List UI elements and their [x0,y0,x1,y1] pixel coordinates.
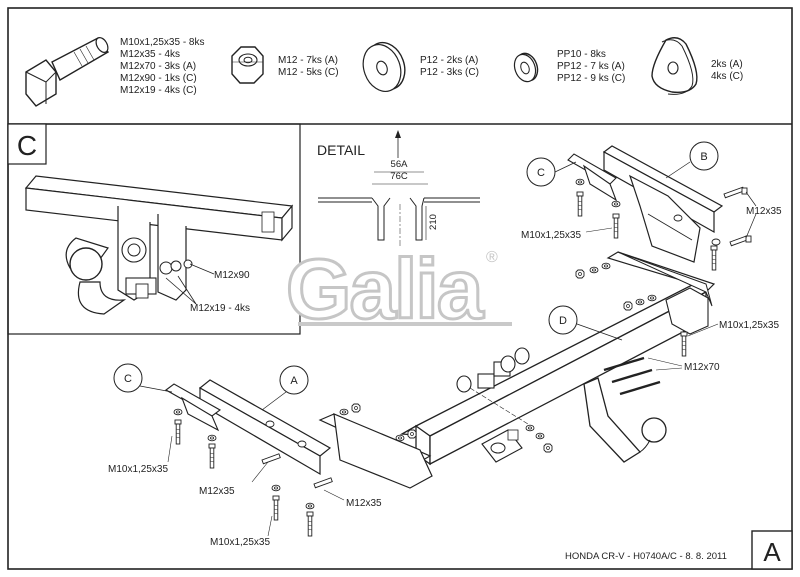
svg-text:D: D [559,315,567,327]
side-arm-b [606,251,716,307]
bracket-c-left [164,383,222,432]
wedge-plates-cluster [456,347,530,393]
callout-a: A [261,365,309,411]
parts-list: M10x1,25x35 - 8ks M12x35 - 4ks M12x70 - … [25,37,745,107]
label-m10-b-left: M10x1,25x35 [521,230,581,241]
label-m12x35-a-left: M12x35 [199,486,235,497]
spring-washer-icon [513,52,539,83]
label-m10-b-right: M10x1,25x35 [719,320,779,331]
washer-a-3 [525,424,535,432]
washer-a-4 [535,432,545,440]
bolt-b-2 [612,213,620,239]
callout-d: D [548,305,623,341]
svg-text:B: B [700,151,707,163]
bolt-a-4 [306,511,314,537]
label-m12x19: M12x19 - 4ks [190,303,250,314]
nut-a-2 [407,429,417,439]
wedge-plate-icon [651,37,698,95]
logo-underline [298,322,512,326]
bolt-a-1 [174,419,182,445]
parts-text-spring-washers: PP10 - 8ks PP12 - 7 ks (A) PP12 - 9 ks (… [557,49,628,84]
washer-b-1 [575,178,585,186]
panel-c-letter-box [7,123,47,165]
washer-a-2 [395,434,405,442]
label-m12x35-a-right: M12x35 [346,498,382,509]
dim-56a: 56A [391,159,409,170]
washer-b-6 [647,294,657,302]
detail-title: DETAIL [317,142,365,158]
label-m12x70: M12x70 [684,362,720,373]
socket-plate [481,429,523,463]
dim-76c: 76C [390,171,408,182]
label-m12x90: M12x90 [214,270,250,281]
washer-b-3 [589,266,599,274]
panel-c-bracket [117,206,187,301]
galia-logo: Galia ® [285,241,512,338]
nut-a-3 [543,443,553,453]
hex-nut-icon [231,46,264,84]
washer-a-8 [305,502,315,510]
callout-c-top: C [526,157,577,187]
bolt-icon [25,37,110,107]
panel-c-crossbar [24,175,294,242]
parts-text-bolts: M10x1,25x35 - 8ks M12x35 - 4ks M12x70 - … [120,37,207,96]
callout-c-left: C [113,363,173,393]
dim-210: 210 [428,214,439,230]
detail-view: DETAIL 56A 76C 210 [317,130,480,246]
panel-c-towball [65,237,193,315]
bolt-a-m12x35-1 [261,453,281,465]
logo-wordmark: Galia [286,242,485,336]
bracket-a [198,379,332,476]
parts-text-nuts: M12 - 7ks (A) M12 - 5ks (C) [278,55,341,78]
bolt-b-1 [576,191,584,217]
bolt-b-m12x35-2 [729,235,752,247]
parts-text-washers: P12 - 2ks (A) P12 - 3ks (C) [420,55,481,78]
sheet-letter-box [751,530,793,570]
flat-washer-icon [362,41,406,92]
washer-b-2 [611,200,621,208]
nut-b-2 [623,301,633,311]
washer-b-4 [601,262,611,270]
side-arm-a [318,413,433,489]
logo-registered-mark: ® [486,249,498,266]
panel-c-letter: C [17,130,37,161]
washer-a-5 [173,408,183,416]
label-m10-a-bottom: M10x1,25x35 [210,537,270,548]
bolts-m12x70 [603,356,661,396]
washer-a-6 [207,434,217,442]
svg-text:C: C [537,167,545,179]
label-m12x35-b-right: M12x35 [746,206,782,217]
bolt-b-m12x35-1 [723,186,748,199]
drawing-caption: HONDA CR-V - H0740A/C - 8. 8. 2011 [565,551,727,562]
bolt-b-3 [710,245,718,271]
washer-a-7 [271,484,281,492]
towball-neck [583,377,667,463]
svg-text:A: A [290,375,298,387]
washer-b-5 [635,298,645,306]
nut-a-1 [351,403,361,413]
nut-b-1 [575,269,585,279]
panel-c: C M12x90 M12x19 - 4 [7,123,301,335]
bolt-a-m12x35-2 [313,477,333,489]
parts-text-wedges: 2ks (A) 4ks (C) [711,59,745,82]
bolt-a-3 [272,495,280,521]
bolt-a-2 [208,443,216,469]
svg-text:C: C [124,373,132,385]
callout-b: B [665,141,719,179]
bracket-c-right [567,153,618,202]
sheet-letter: A [763,537,781,567]
label-m10-a-left: M10x1,25x35 [108,464,168,475]
washer-a-1 [339,408,349,416]
bolt-b-4 [680,331,688,357]
bracket-b [602,145,724,263]
